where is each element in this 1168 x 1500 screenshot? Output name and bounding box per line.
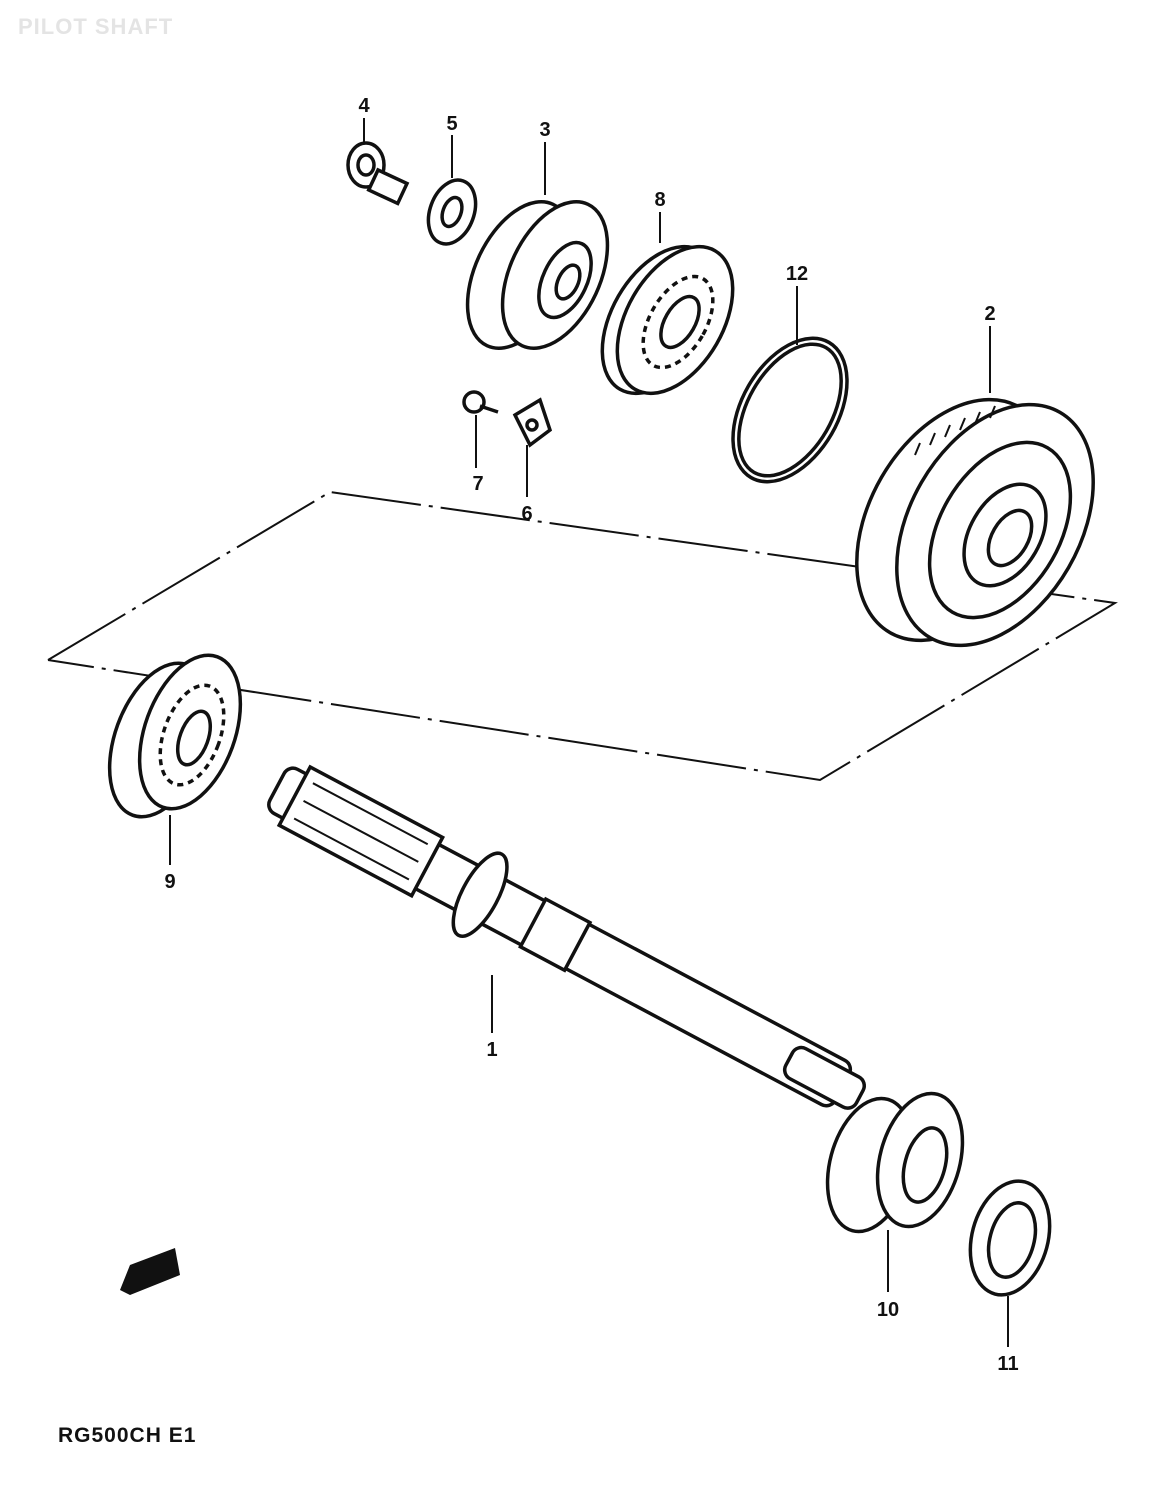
part-8-bearing <box>600 244 735 396</box>
callout-3: 3 <box>539 119 550 141</box>
callout-5: 5 <box>446 113 457 135</box>
callout-2: 2 <box>984 303 995 325</box>
part-4-bolt <box>346 141 410 206</box>
part-12-circlip <box>731 336 849 484</box>
part-5-washer <box>426 178 478 246</box>
part-9-bearing <box>107 653 243 819</box>
part-3-gear <box>465 200 610 350</box>
callout-10: 10 <box>877 1299 899 1321</box>
part-2-primary-gear <box>855 397 1095 648</box>
callout-9: 9 <box>164 871 175 893</box>
callout-1: 1 <box>486 1039 497 1061</box>
callout-6: 6 <box>521 503 532 525</box>
model-code: RG500CH E1 <box>58 1424 197 1447</box>
callout-4: 4 <box>358 95 370 117</box>
assembly-outline <box>47 490 1118 782</box>
callout-12: 12 <box>786 263 808 285</box>
leader-lines <box>169 118 1009 1347</box>
part-6-plate <box>512 397 553 448</box>
callout-8: 8 <box>654 189 665 211</box>
part-7-screw <box>462 390 499 414</box>
part-1-pilot-shaft <box>267 764 866 1110</box>
part-11-oil-seal <box>968 1179 1052 1297</box>
diagram-title: PILOT SHAFT <box>18 14 174 39</box>
front-direction-arrow-icon <box>120 1248 180 1295</box>
callout-11: 11 <box>997 1353 1018 1375</box>
part-10-collar <box>825 1091 965 1234</box>
callout-7: 7 <box>472 473 483 495</box>
